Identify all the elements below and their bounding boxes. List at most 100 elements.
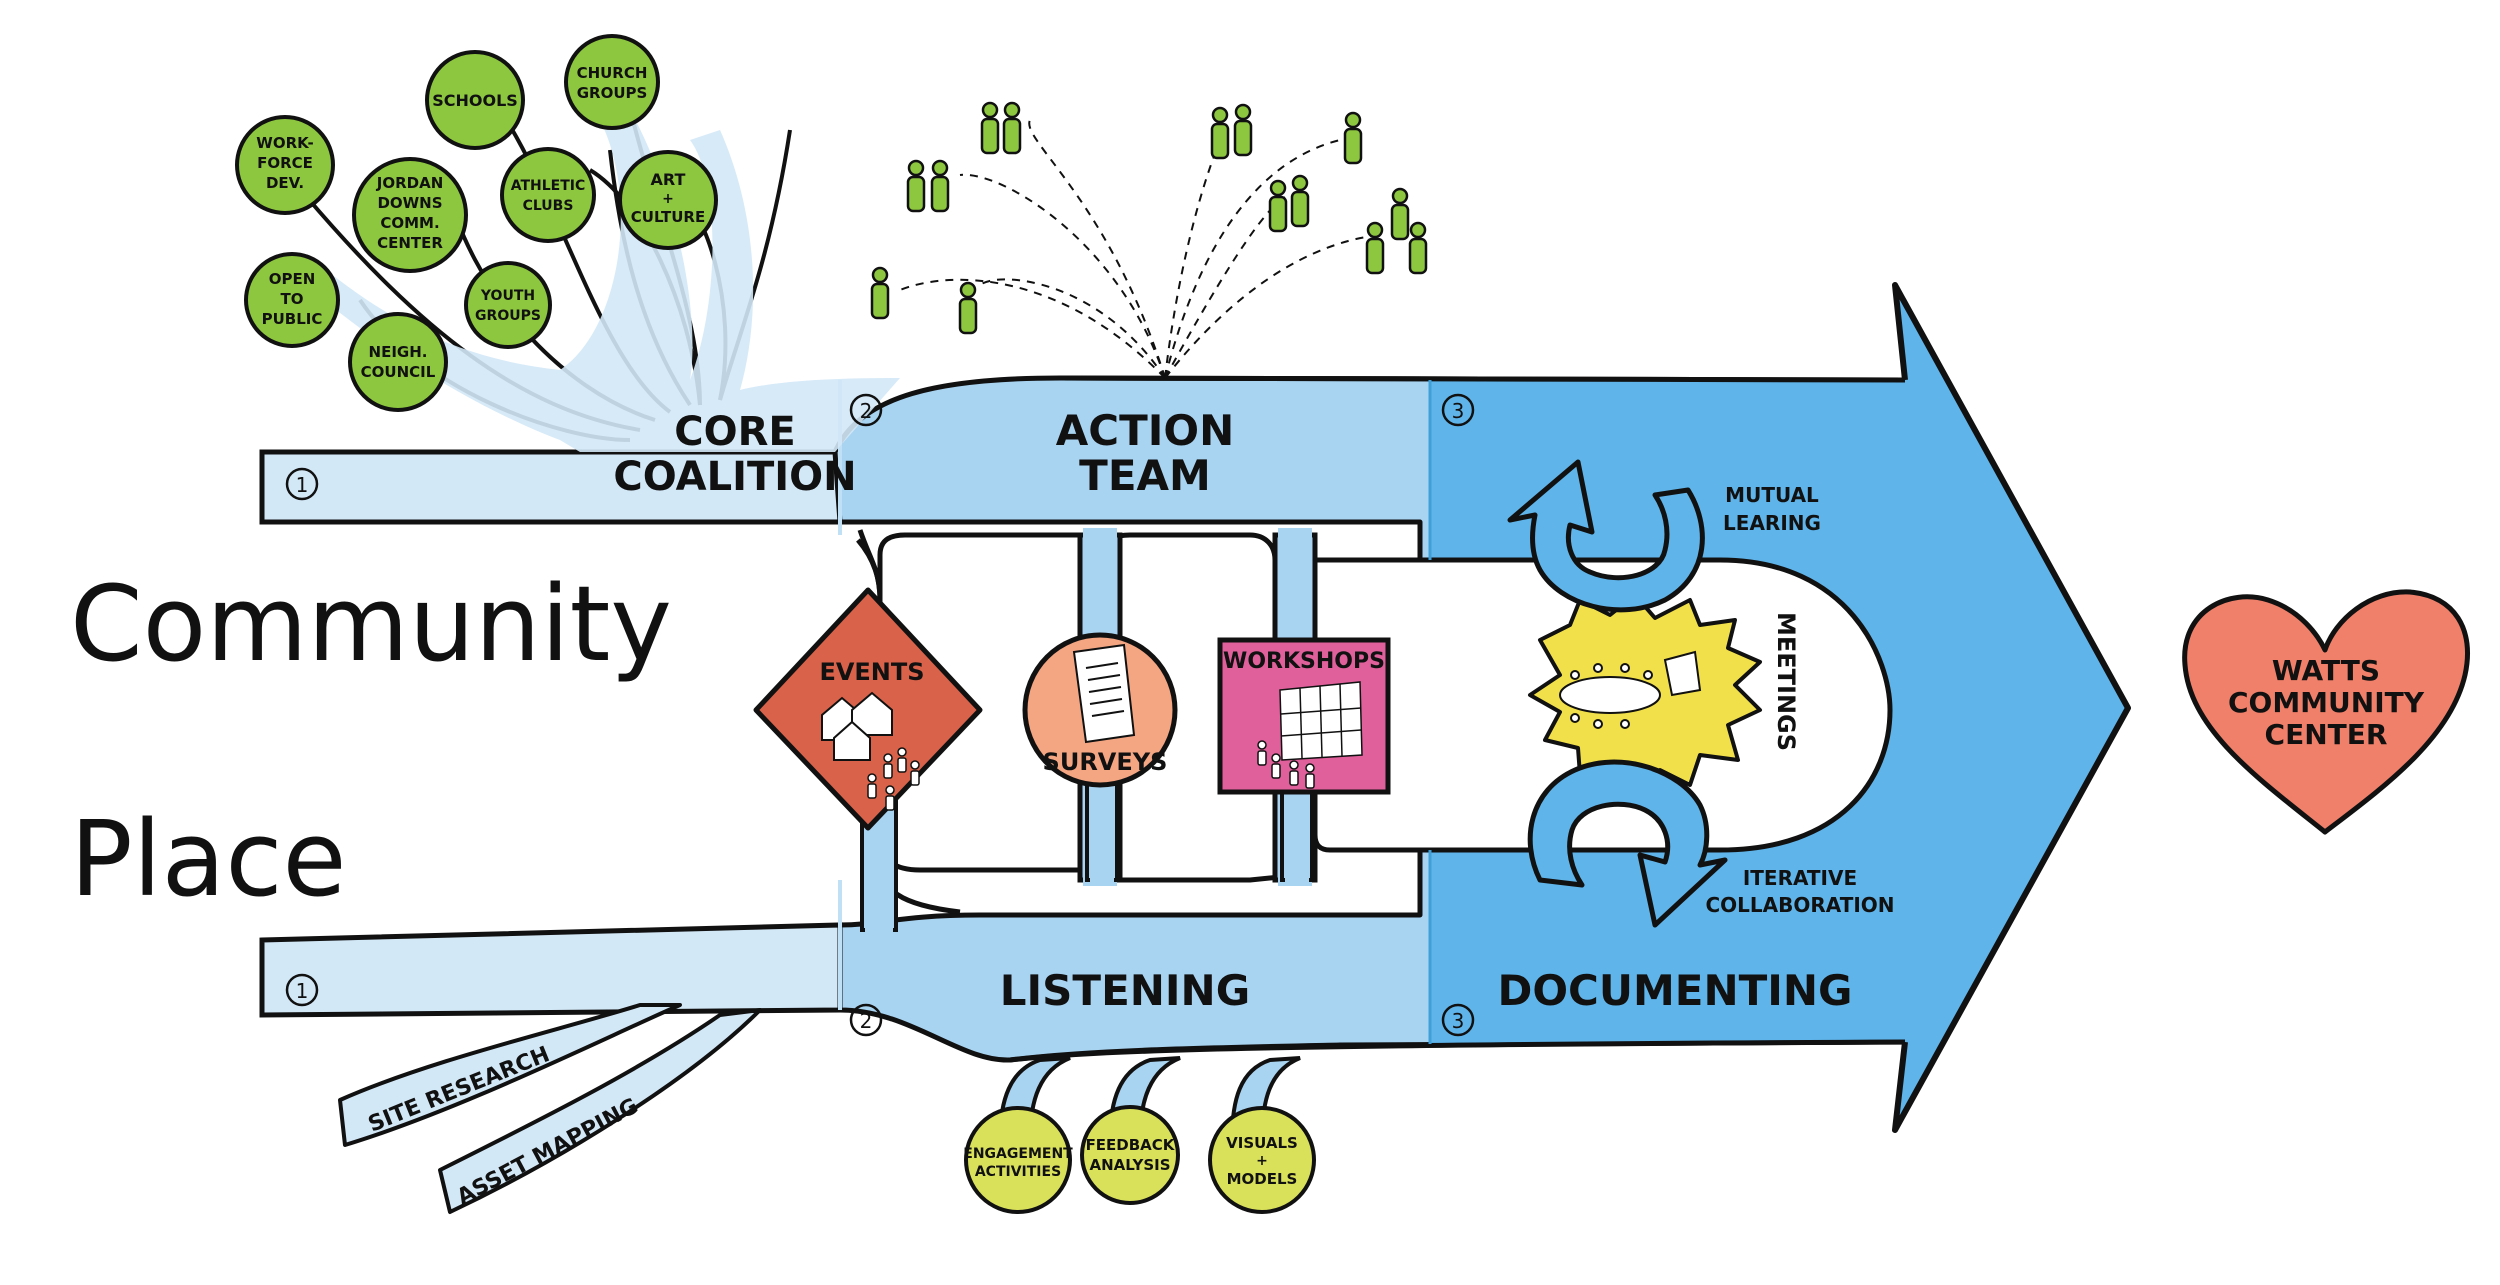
mutual-learning-arrow [1507,459,1705,613]
person-icon [930,159,950,213]
coalition-partners: WORK- FORCE DEV. SCHOOLS CHURCH GROUPS J… [235,34,718,412]
documenting-label: DOCUMENTING [1497,966,1852,1015]
person-icon [958,281,978,335]
board-icon [1279,681,1363,761]
step-marker-2-top: 2 [849,393,883,427]
meeting-table-icon [1559,650,1702,729]
mutual-learning-label-1: MUTUAL [1725,483,1819,507]
person-icon [870,266,890,320]
iterative-collaboration-arrow [1527,759,1728,928]
person-icon [980,101,1000,155]
person-icon [906,159,926,213]
svg-text:COMM.: COMM. [380,214,439,232]
step-marker-1-top: 1 [285,467,319,501]
cycle-arrows [1507,459,1728,928]
partner-schools: SCHOOLS [425,50,525,150]
coalition-fan [300,110,900,452]
destination-line-3: CENTER [2265,718,2388,751]
svg-text:OPEN: OPEN [269,270,316,288]
outputs: ENGAGEMENT ACTIVITIES FEEDBACK ANALYSIS … [963,1056,1316,1214]
output-engagement-activities: ENGAGEMENT ACTIVITIES [963,1106,1073,1214]
person-icon [1390,187,1410,241]
core-coalition-label-2: COALITION [613,454,856,500]
svg-text:NEIGH.: NEIGH. [369,343,428,361]
site-research-ribbon [338,1003,682,1147]
svg-text:WORKSHOPS: WORKSHOPS [1223,649,1385,674]
person-icon [1290,174,1310,228]
svg-text:TO: TO [281,290,304,308]
partner-church-groups: CHURCH GROUPS [564,34,660,130]
iterative-collaboration-label-1: ITERATIVE [1743,866,1857,890]
svg-text:FEEDBACK: FEEDBACK [1086,1136,1176,1154]
svg-text:ATHLETIC: ATHLETIC [511,178,586,194]
person-icon [1002,101,1022,155]
partner-workforce-dev: WORK- FORCE DEV. [235,115,335,215]
svg-text:1: 1 [296,979,309,1003]
partner-jordan-downs: JORDAN DOWNS COMM. CENTER [352,157,468,273]
action-team-people [870,101,1428,379]
svg-text:FORCE: FORCE [257,154,313,172]
svg-text:+: + [1256,1153,1268,1169]
output-visuals-models: VISUALS + MODELS [1208,1106,1316,1214]
heart-icon: WATTS COMMUNITY CENTER [2182,589,2471,835]
svg-text:YOUTH: YOUTH [480,288,535,304]
svg-text:ART: ART [651,170,686,189]
svg-text:MODELS: MODELS [1227,1170,1298,1188]
svg-text:ANALYSIS: ANALYSIS [1089,1156,1170,1174]
workshops-node: WORKSHOPS [1217,637,1391,795]
svg-text:EVENTS: EVENTS [819,658,924,686]
svg-text:CENTER: CENTER [377,234,443,252]
svg-text:VISUALS: VISUALS [1226,1134,1298,1152]
surveys-node: SURVEYS [1022,632,1178,788]
person-icon [1233,103,1253,157]
partner-art-culture: ART + CULTURE [618,150,718,250]
svg-text:CLUBS: CLUBS [523,198,574,214]
partner-open-to-public: OPEN TO PUBLIC [244,252,340,348]
svg-text:+: + [662,191,674,207]
partner-athletic-clubs: ATHLETIC CLUBS [500,147,596,243]
partner-neigh-council: NEIGH. COUNCIL [348,312,448,412]
svg-text:2: 2 [860,399,873,423]
svg-text:DEV.: DEV. [266,174,304,192]
person-icon [1210,106,1230,160]
destination-line-1: WATTS [2272,654,2380,687]
crowd-icon [1257,740,1315,789]
svg-text:ENGAGEMENT: ENGAGEMENT [963,1146,1073,1162]
person-icon [1408,221,1428,275]
research-inputs: SITE RESEARCH ASSET MAPPING [338,1003,762,1214]
person-icon [1365,221,1385,275]
action-team-label-1: ACTION [1056,406,1234,455]
output-feedback-analysis: FEEDBACK ANALYSIS [1080,1105,1180,1205]
svg-text:ACTIVITIES: ACTIVITIES [975,1164,1061,1180]
clipboard-icon [1072,643,1136,744]
partner-youth-groups: YOUTH GROUPS [464,261,552,349]
destination-line-2: COMMUNITY [2228,686,2425,719]
iterative-collaboration-label-2: COLLABORATION [1705,893,1894,917]
lower-channel-stage1 [259,922,843,1018]
core-coalition-label-1: CORE [674,409,795,455]
events-node: EVENTS [753,587,983,831]
svg-text:CULTURE: CULTURE [631,208,705,226]
meetings-label: MEETINGS [1772,612,1800,751]
mutual-learning-label-2: LEARING [1723,511,1821,535]
svg-text:COUNCIL: COUNCIL [361,363,436,381]
person-icon [1268,179,1288,233]
houses-icon [821,691,893,761]
svg-text:1: 1 [296,473,309,497]
svg-text:DOWNS: DOWNS [377,194,442,212]
community-label: Community [70,563,672,685]
svg-text:GROUPS: GROUPS [577,84,648,102]
svg-text:SCHOOLS: SCHOOLS [432,91,518,110]
svg-text:CHURCH: CHURCH [577,64,648,82]
svg-text:2: 2 [860,1009,873,1033]
person-icon [1343,111,1363,165]
step-marker-2-bottom: 2 [849,1003,883,1037]
listening-label: LISTENING [1000,966,1250,1015]
svg-text:JORDAN: JORDAN [376,174,444,192]
svg-text:SURVEYS: SURVEYS [1043,748,1168,776]
step-marker-3-bottom: 3 [1441,1003,1475,1037]
svg-text:PUBLIC: PUBLIC [262,310,323,328]
svg-text:3: 3 [1452,1009,1465,1033]
step-marker-1-bottom: 1 [285,973,319,1007]
